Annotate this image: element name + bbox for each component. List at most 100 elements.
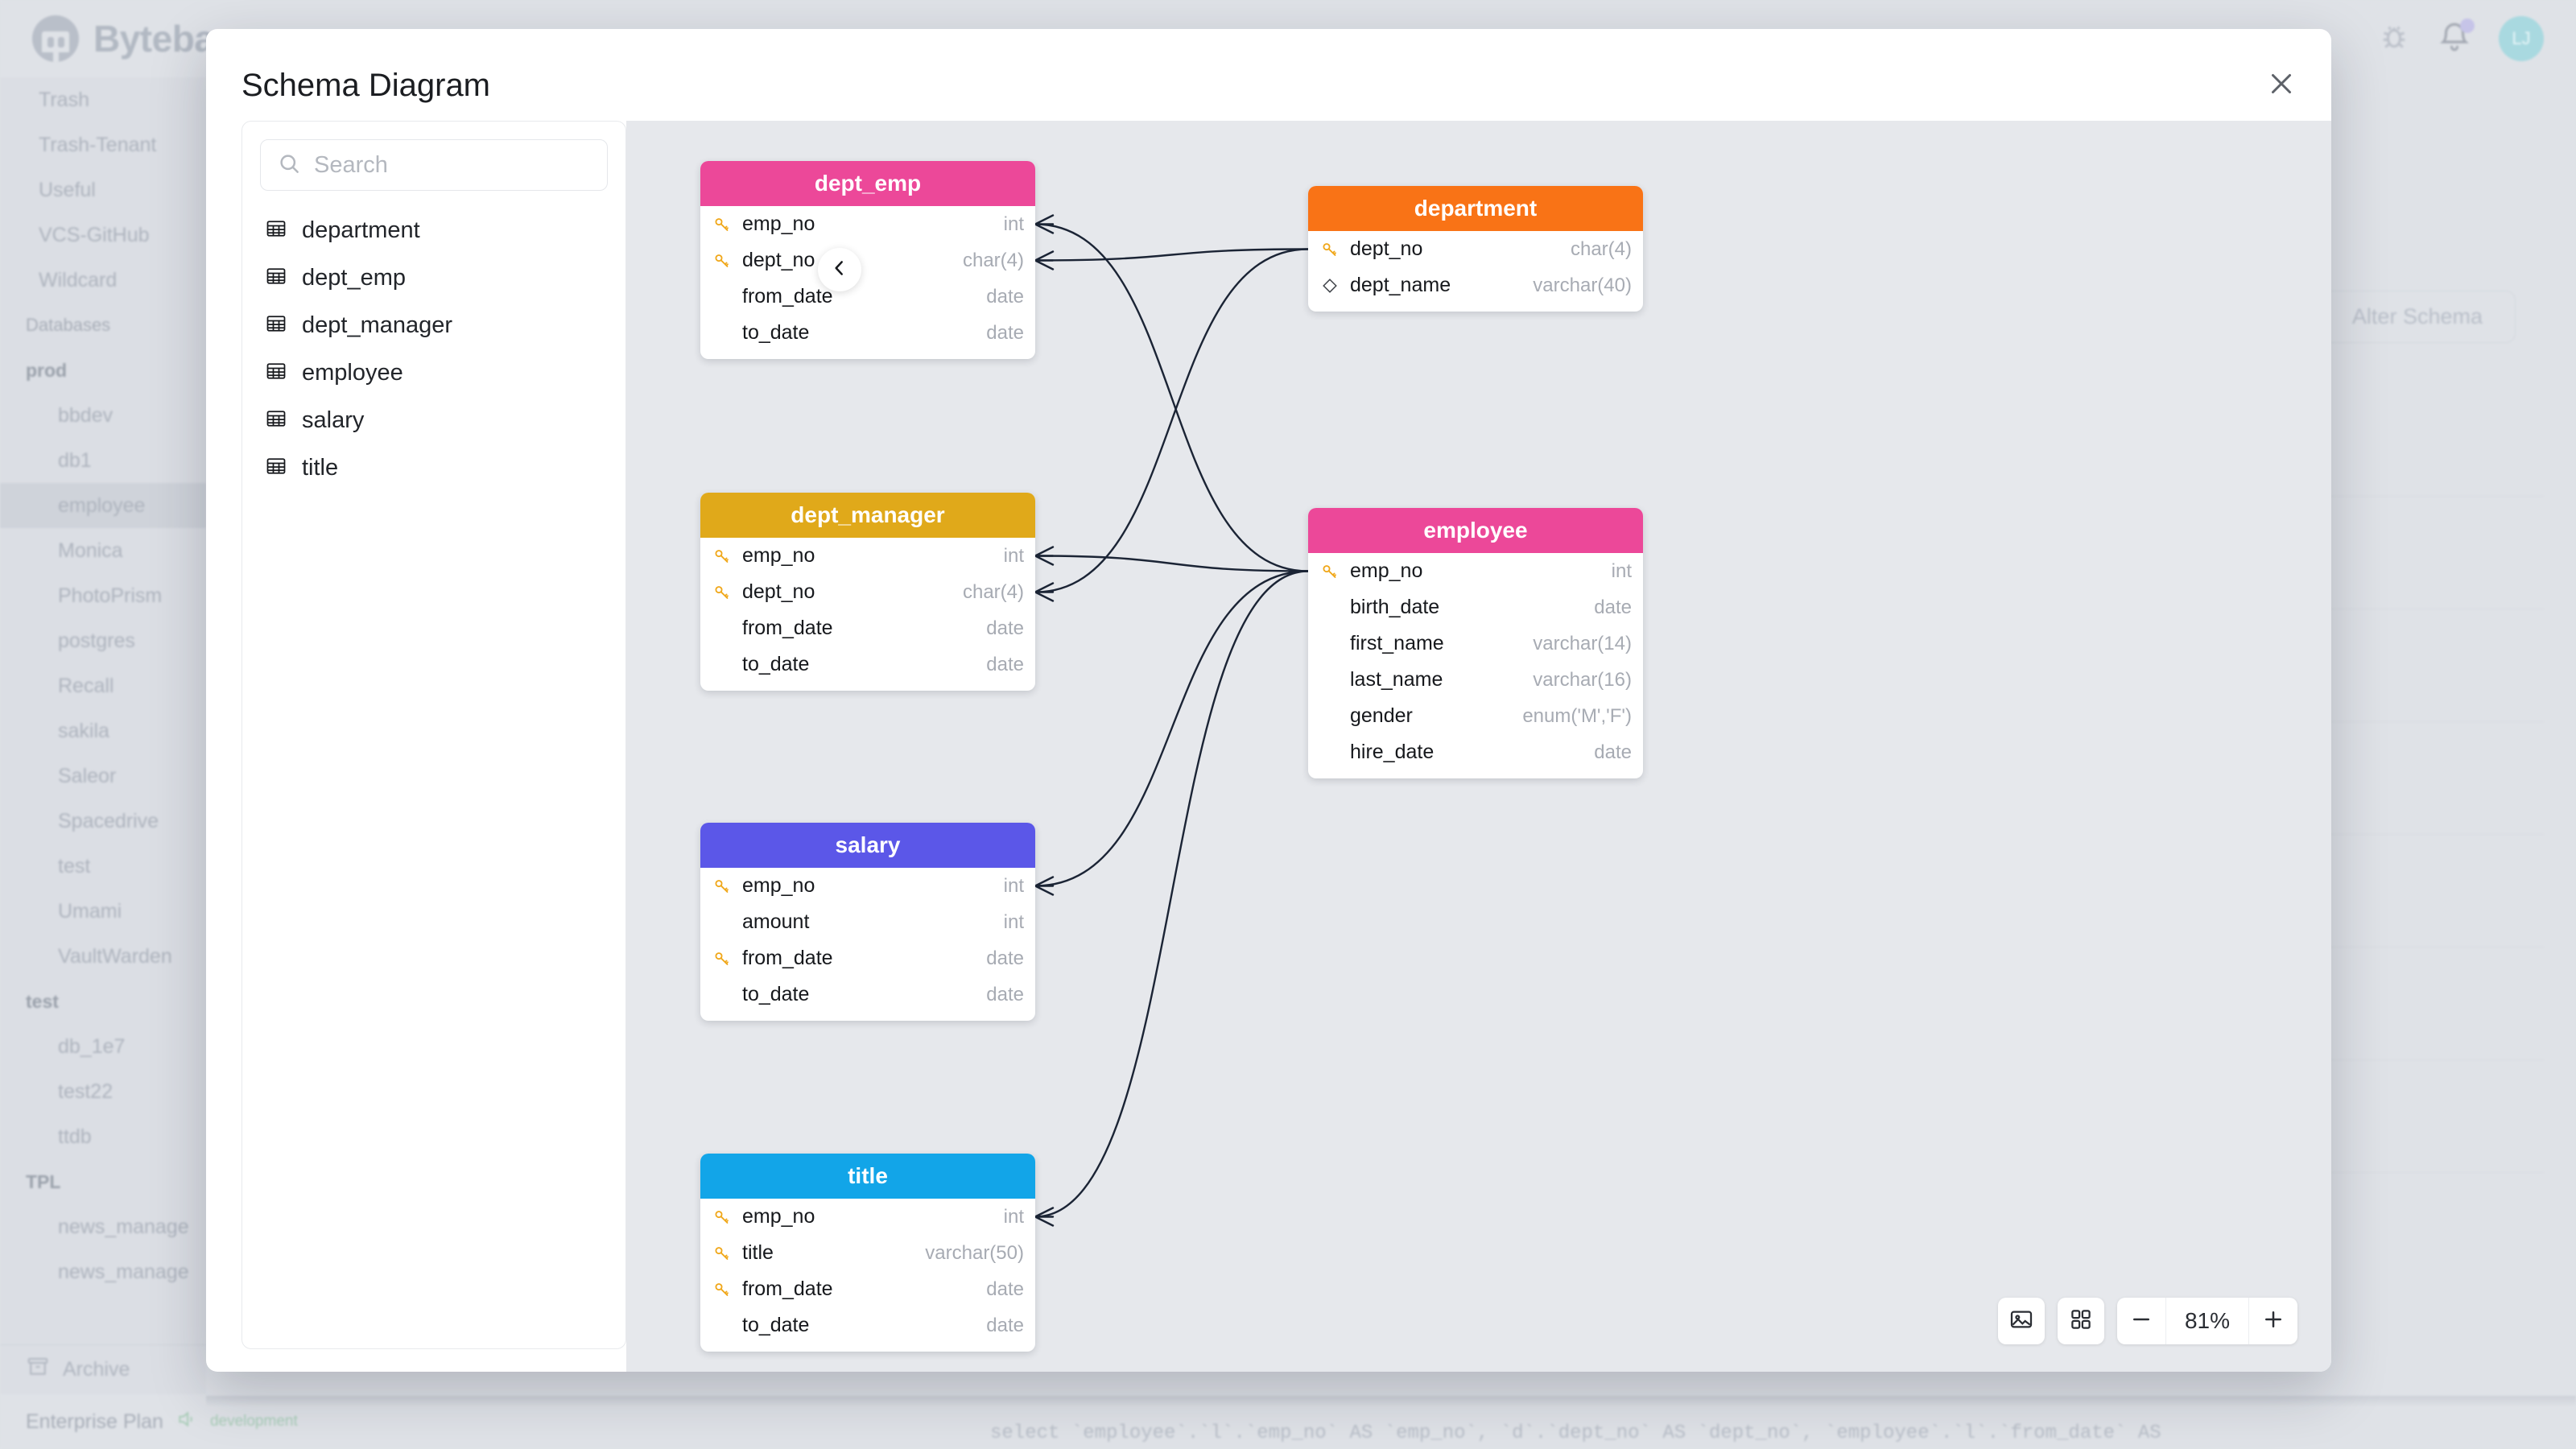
list-item[interactable]: department xyxy=(242,207,625,254)
table-icon xyxy=(265,360,287,386)
sidebar-item-trash-tenant[interactable]: Trash-Tenant xyxy=(39,133,157,156)
close-icon[interactable] xyxy=(2260,63,2302,105)
node-padding xyxy=(1308,770,1643,778)
crowsfoot-marker xyxy=(1034,1207,1055,1227)
node-padding xyxy=(700,1344,1035,1352)
sidebar-item-sakila[interactable]: sakila xyxy=(58,719,109,742)
sidebar-item-employee[interactable]: employee xyxy=(0,483,206,528)
sidebar-item-recall[interactable]: Recall xyxy=(58,674,114,697)
column-type: date xyxy=(986,617,1024,639)
column-type: date xyxy=(986,947,1024,969)
sidebar-item-tpl: TPL xyxy=(26,1170,61,1192)
column-type: char(4) xyxy=(1570,237,1632,260)
table-node-title: title xyxy=(700,1154,1035,1199)
column-name: emp_no xyxy=(742,874,815,897)
column-type: char(4) xyxy=(962,249,1024,271)
avatar[interactable]: LJ xyxy=(2499,16,2544,61)
node-padding xyxy=(1308,303,1643,312)
zoom-out-button[interactable] xyxy=(2117,1298,2165,1344)
table-list-panel: department dept_emp dept_manager employe… xyxy=(242,121,626,1349)
sidebar-item-wildcard[interactable]: Wildcard xyxy=(39,268,118,291)
sidebar-item-vaultwarden[interactable]: VaultWarden xyxy=(58,944,172,968)
relationship-edge xyxy=(1034,248,1309,593)
column-type: varchar(16) xyxy=(1533,668,1632,691)
export-image-button[interactable] xyxy=(1998,1298,2045,1344)
column-type: int xyxy=(1003,544,1024,567)
environment-label: development xyxy=(209,1413,298,1430)
list-item[interactable]: salary xyxy=(242,397,625,444)
table-icon xyxy=(265,265,287,291)
list-item[interactable]: dept_emp xyxy=(242,254,625,302)
plan-label: Enterprise Plan xyxy=(26,1410,163,1433)
sidebar-item-news-manage[interactable]: news_manage xyxy=(58,1260,189,1283)
archive-icon xyxy=(26,1355,50,1385)
layout-grid-button[interactable] xyxy=(2058,1298,2104,1344)
header-actions: LJ xyxy=(2378,16,2544,61)
sidebar-item-ttdb[interactable]: ttdb xyxy=(58,1125,92,1148)
relationship-edge xyxy=(1034,555,1309,572)
bug-icon[interactable] xyxy=(2378,21,2410,57)
zoom-level[interactable]: 81% xyxy=(2165,1298,2249,1344)
sidebar-item-monica[interactable]: Monica xyxy=(58,539,123,562)
sidebar-item-test[interactable]: test xyxy=(58,854,91,877)
list-item-label: dept_emp xyxy=(302,265,406,291)
key-icon xyxy=(712,877,733,896)
column-name: dept_no xyxy=(742,249,815,271)
sidebar-item-postgres[interactable]: postgres xyxy=(58,629,135,652)
relationship-edges xyxy=(1034,214,1309,1227)
collapse-panel-button[interactable] xyxy=(818,248,861,291)
column-name: last_name xyxy=(1350,668,1443,691)
sidebar-item-useful[interactable]: Useful xyxy=(39,178,96,201)
sidebar-item-db-1e7[interactable]: db_1e7 xyxy=(58,1034,126,1058)
alter-schema-button[interactable]: Alter Schema xyxy=(2318,291,2516,343)
plus-icon xyxy=(2261,1307,2285,1335)
notifications-button[interactable] xyxy=(2438,18,2475,58)
sidebar-item-news-manage[interactable]: news_manage xyxy=(58,1215,189,1238)
column-type: int xyxy=(1003,213,1024,235)
sidebar-item-archive[interactable]: Archive xyxy=(0,1344,206,1394)
column-name: dept_no xyxy=(1350,237,1423,260)
column-type: varchar(40) xyxy=(1533,274,1632,296)
zoom-in-button[interactable] xyxy=(2249,1298,2297,1344)
column-name: emp_no xyxy=(1350,559,1423,582)
table-column-row: dept_no char(4) xyxy=(700,242,1035,279)
sidebar-item-umami[interactable]: Umami xyxy=(58,899,122,923)
bytebase-mark-icon xyxy=(32,15,79,62)
sidebar-item-bbdev[interactable]: bbdev xyxy=(58,403,114,427)
diagram-toolbar: 81% xyxy=(1998,1298,2297,1344)
column-name: gender xyxy=(1350,704,1413,727)
sidebar-item-db1[interactable]: db1 xyxy=(58,448,92,472)
column-type: date xyxy=(986,321,1024,344)
sidebar-item-photoprism[interactable]: PhotoPrism xyxy=(58,584,163,607)
sidebar-item-saleor[interactable]: Saleor xyxy=(58,764,117,787)
sidebar-item-trash[interactable]: Trash xyxy=(39,88,89,111)
sidebar-item-test22[interactable]: test22 xyxy=(58,1080,114,1103)
column-type: date xyxy=(986,285,1024,308)
sidebar-item-spacedrive[interactable]: Spacedrive xyxy=(58,809,159,832)
key-icon xyxy=(712,949,733,968)
image-icon xyxy=(2008,1307,2034,1336)
list-item[interactable]: title xyxy=(242,444,625,492)
list-item[interactable]: dept_manager xyxy=(242,302,625,349)
search-box[interactable] xyxy=(260,139,608,191)
list-item[interactable]: employee xyxy=(242,349,625,397)
search-input[interactable] xyxy=(314,151,591,179)
sidebar-item-vcs-github[interactable]: VCS-GitHub xyxy=(39,223,150,246)
